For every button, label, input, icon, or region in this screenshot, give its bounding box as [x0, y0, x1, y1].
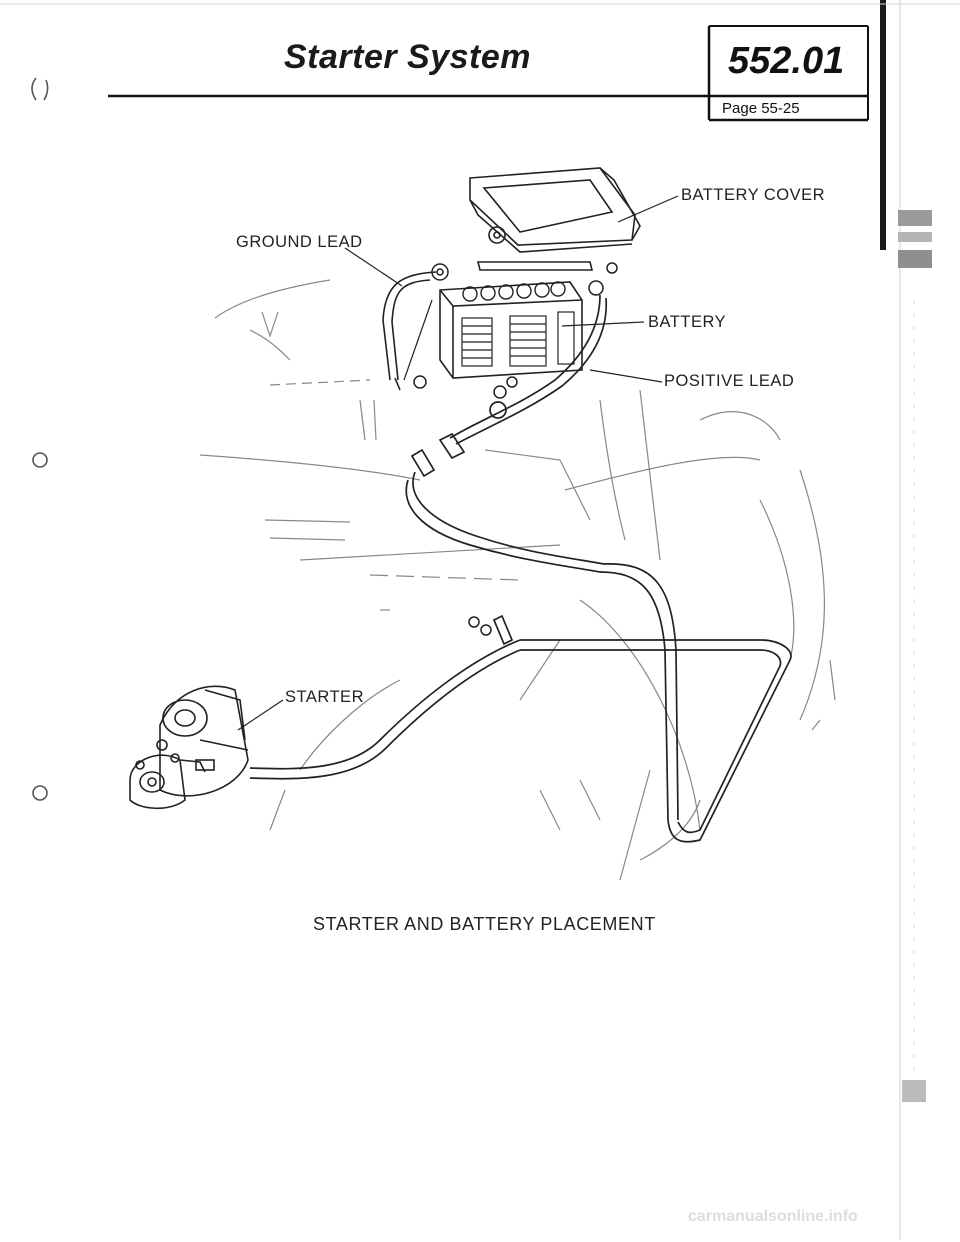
battery-cover [469, 167, 641, 253]
label-ground-lead: GROUND LEAD [236, 233, 363, 251]
page-reference: Page 55-25 [722, 100, 800, 117]
positive-lead-cable [249, 294, 792, 843]
battery-body [439, 281, 583, 379]
page-title: Starter System [284, 38, 532, 76]
ground-lead-cable [382, 271, 437, 391]
callout-leaders [237, 195, 679, 731]
label-starter: STARTER [285, 688, 364, 706]
starter-motor [129, 685, 249, 810]
binder-hole-marks [31, 77, 49, 801]
hold-down-bar [476, 261, 594, 271]
figure-caption: STARTER AND BATTERY PLACEMENT [313, 914, 656, 934]
section-number: 552.01 [728, 40, 845, 82]
label-battery: BATTERY [648, 313, 727, 331]
site-watermark: carmanualsonline.info [688, 1208, 858, 1225]
battery-cell-caps [462, 281, 566, 302]
car-body-outline [199, 279, 836, 881]
label-battery-cover: BATTERY COVER [681, 186, 826, 204]
header-frame [108, 25, 869, 122]
battery-ribs [461, 311, 575, 367]
terminal-hardware [413, 262, 618, 636]
label-positive-lead: POSITIVE LEAD [664, 372, 795, 390]
